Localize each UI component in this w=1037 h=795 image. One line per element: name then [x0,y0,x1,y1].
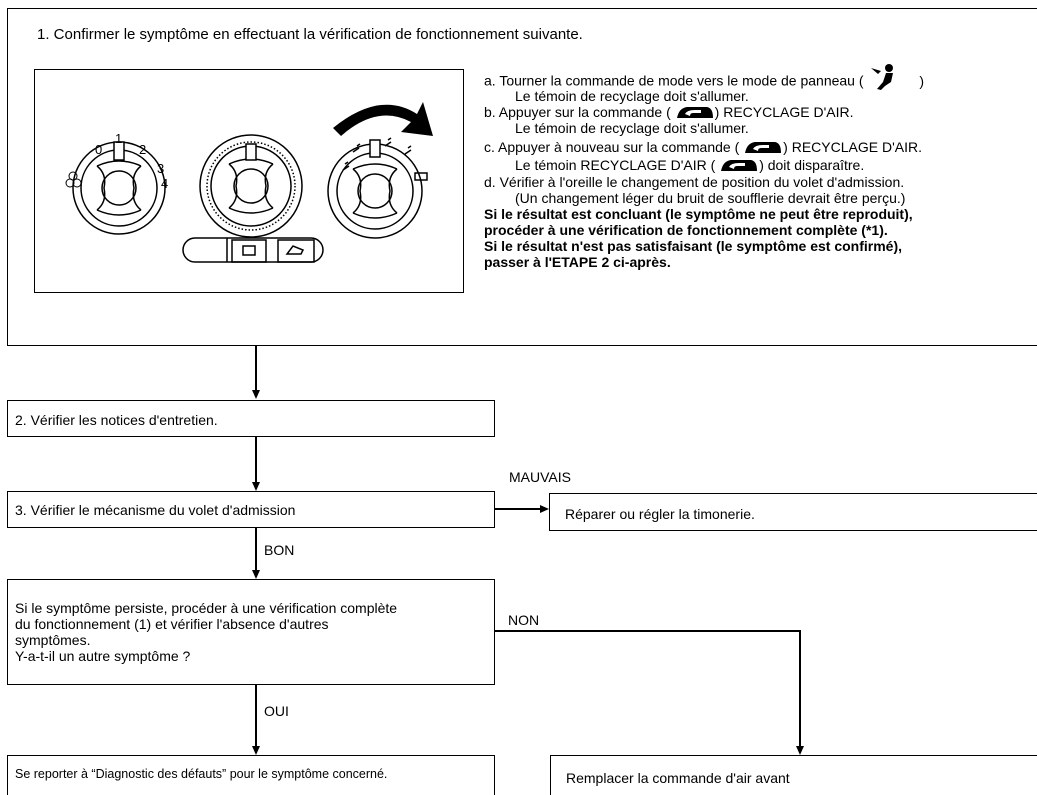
instruction-c-line2: Le témoin RECYCLAGE D'AIR ( ) doit dispa… [515,157,865,173]
connector-non-vertical [799,630,801,746]
fan-speed-4: 4 [161,176,168,191]
question-line2: du fonctionnement (1) et vérifier l'abse… [15,616,329,632]
recirculation-icon [745,142,782,154]
hvac-panel-drawing: 0 1 2 3 4 [65,102,433,263]
oui-label: OUI [264,703,289,719]
refer-box [7,755,495,795]
arrow-to-refer [252,746,260,755]
fan-knob [72,141,166,235]
temperature-knob [199,134,303,238]
connector-2-3 [255,437,257,482]
instruction-a-line1: a. Tourner la commande de mode vers le m… [484,64,924,92]
mode-icons [342,137,428,181]
result-ok-line1: Si le résultat est concluant (le symptôm… [484,206,913,222]
result-ok-line2: procéder à une vérification de fonctionn… [484,222,888,238]
fan-speed-2: 2 [139,142,146,157]
rotation-arrow-icon [333,102,433,136]
panel-mode-icon [871,64,894,90]
connector-3-4 [255,528,257,570]
instruction-d-line2: (Un changement léger du bruit de souffle… [515,190,906,206]
recirculation-icon [676,107,713,119]
result-nok-line2: passer à l'ETAPE 2 ci-après. [484,254,671,270]
recirculation-icon [721,160,758,172]
instruction-c-line1: c. Appuyer à nouveau sur la commande ( )… [484,139,922,155]
fan-speed-3: 3 [157,161,164,176]
repair-text: Réparer ou régler la timonerie. [565,506,755,522]
replace-box [550,755,1037,795]
arrow-to-replace [796,746,804,755]
arrow-to-step4 [252,570,260,579]
connector-1-2 [255,346,257,390]
connector-non-horizontal [495,630,800,632]
button-strip [182,237,324,263]
replace-text: Remplacer la commande d'air avant [566,770,790,786]
bon-label: BON [264,542,295,558]
step1-title: 1. Confirmer le symptôme en effectuant l… [37,26,583,43]
question-box [7,579,495,685]
result-nok-line1: Si le résultat n'est pas satisfaisant (l… [484,238,903,254]
arrow-to-step2 [252,390,260,399]
instruction-b-line2: Le témoin de recyclage doit s'allumer. [515,120,749,136]
step3-box [7,491,495,528]
mode-knob [327,139,423,239]
mauvais-label: MAUVAIS [509,469,571,485]
instruction-d-line1: d. Vérifier à l'oreille le changement de… [484,174,905,190]
step2-text: 2. Vérifier les notices d'entretien. [15,412,218,428]
question-line1: Si le symptôme persiste, procéder à une … [15,600,398,616]
arrow-to-step3 [252,482,260,491]
fan-fan-icon [65,171,82,188]
fan-speed-0: 0 [95,142,102,157]
instruction-a-line2: Le témoin de recyclage doit s'allumer. [515,88,749,104]
arrow-to-repair [540,505,549,513]
non-label: NON [508,612,540,628]
step2-box [7,400,495,437]
question-line4: Y-a-t-il un autre symptôme ? [15,648,191,664]
repair-box [549,493,1037,531]
instruction-b-line1: b. Appuyer sur la commande ( ) RECYCLAGE… [484,104,854,120]
step3-text: 3. Vérifier le mécanisme du volet d'admi… [15,502,296,518]
connector-oui [255,685,257,746]
refer-text: Se reporter à “Diagnostic des défauts” p… [15,767,388,781]
fan-speed-1: 1 [115,131,122,146]
control-panel-illustration: 0 1 2 3 4 [34,69,464,293]
connector-3-repair [495,508,540,510]
question-line3: symptômes. [15,632,91,648]
